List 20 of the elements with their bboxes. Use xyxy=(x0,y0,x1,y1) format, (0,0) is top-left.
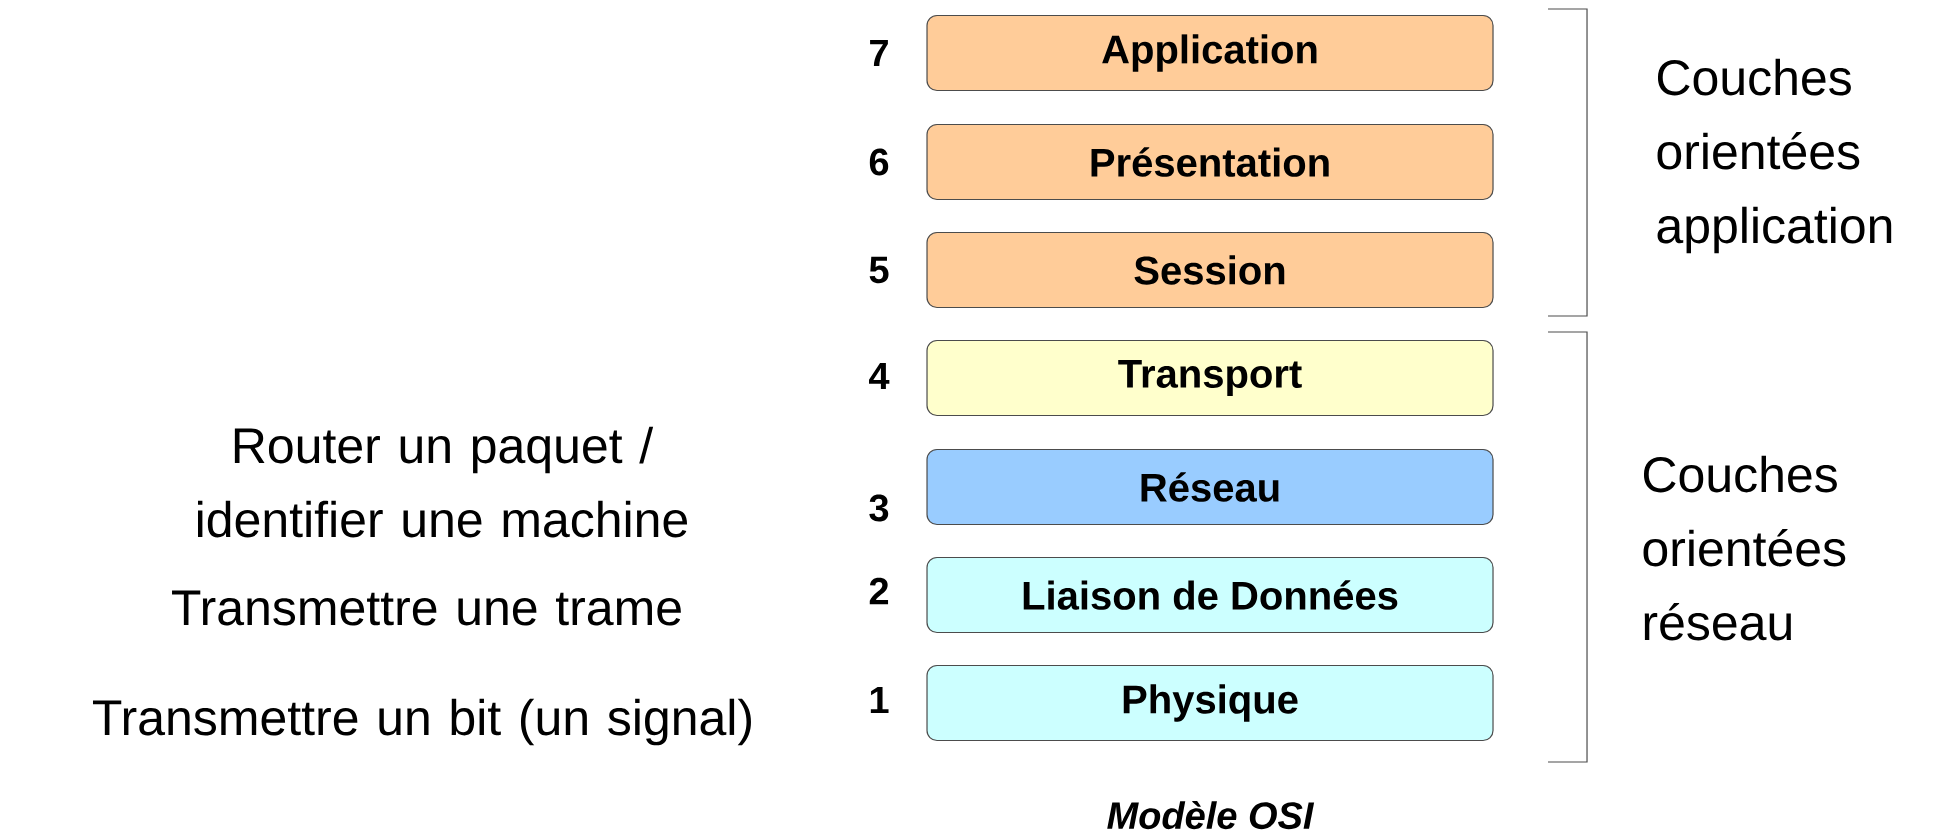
description-text: Transmettre une trame xyxy=(172,590,681,626)
caption: Modèle OSI xyxy=(1107,800,1315,830)
layer-number: 2 xyxy=(869,577,889,605)
layer-number: 3 xyxy=(869,494,889,522)
layer-box: Session xyxy=(926,231,1494,309)
description-text: Couches orientées application xyxy=(1657,58,1892,254)
description-text: Router un paquet / identifier une machine xyxy=(198,426,688,538)
layer-box: Transport xyxy=(926,339,1494,417)
layer-box: Physique xyxy=(926,664,1494,742)
layer-number: 1 xyxy=(870,686,889,714)
layer-box: Présentation xyxy=(926,123,1494,201)
layer-number: 5 xyxy=(869,256,889,284)
layer-number: 6 xyxy=(869,148,889,176)
description-text: Transmettre un bit (un signal) xyxy=(93,698,751,746)
layer-number: 4 xyxy=(869,362,890,390)
layer-box: Liaison de Données xyxy=(926,556,1494,634)
description-text: Couches orientées réseau xyxy=(1643,455,1846,641)
layer-box: Application xyxy=(926,14,1494,92)
layer-number: 7 xyxy=(870,39,888,67)
layer-box: Réseau xyxy=(926,448,1494,526)
